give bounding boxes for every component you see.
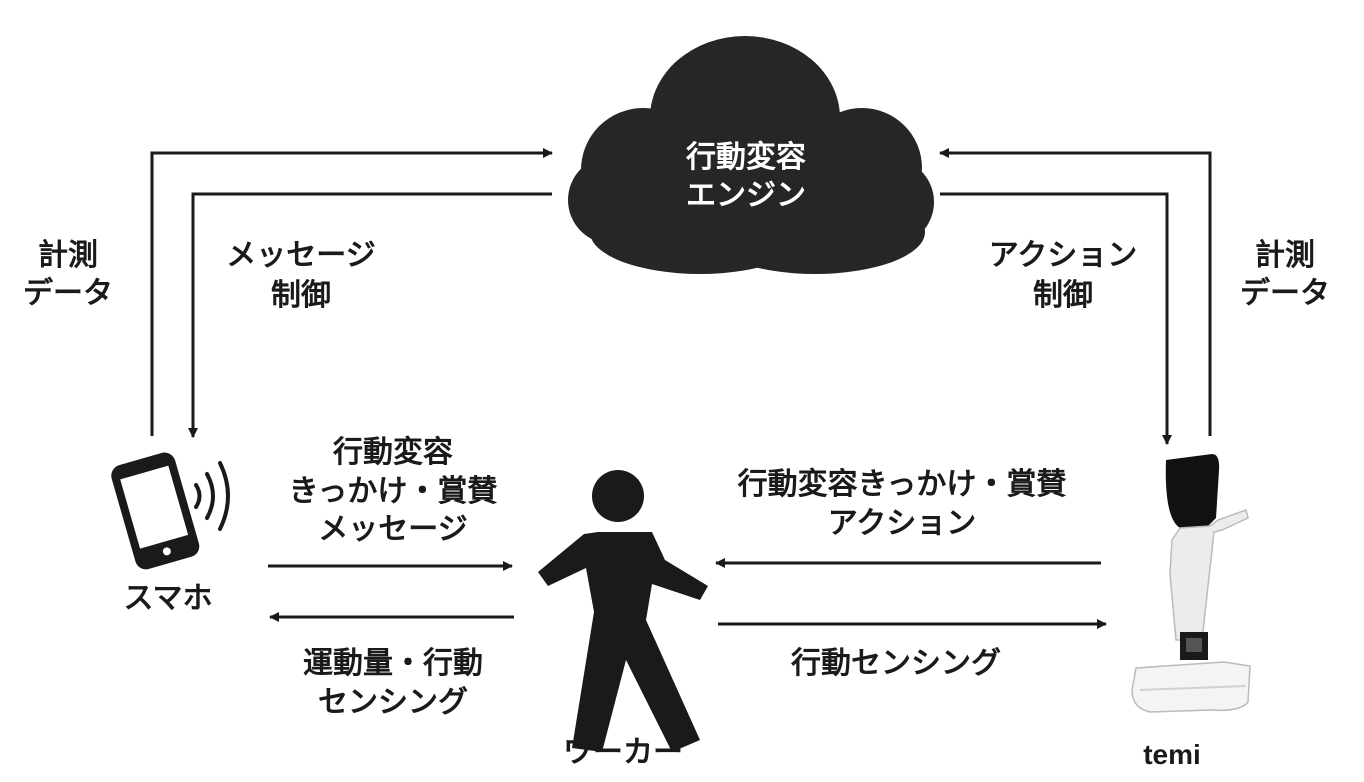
phone-node-label: スマホ: [123, 581, 213, 616]
smartphone-icon: [111, 452, 230, 570]
phone-to-worker-label-line3: メッセージ: [318, 512, 468, 547]
signal-waves-icon: [194, 461, 230, 531]
robot-to-worker-label-line1: 行動変容きっかけ・賞賛: [737, 467, 1067, 502]
phone-cloud-connectors: [150, 148, 553, 438]
action-control-arrow: [940, 192, 1172, 445]
worker-node-label: ワーカー: [563, 735, 683, 770]
walking-person-icon: [538, 470, 708, 752]
message-control-arrow: [188, 192, 552, 438]
worker-connectors: [268, 558, 1107, 629]
action-control-label-line2: 制御: [1033, 278, 1093, 313]
measurement-data-arrow-right: [939, 148, 1212, 436]
robot-to-worker-label-line2: アクション: [827, 506, 977, 541]
engine-label-line1: 行動変容: [686, 140, 806, 175]
engine-label-line2: エンジン: [686, 178, 806, 213]
message-control-label-line2: 制御: [271, 278, 331, 313]
worker-to-robot-label: 行動センシング: [791, 646, 1001, 681]
robot-icon: [1131, 454, 1251, 713]
right-measurement-label-line1: 計測: [1255, 238, 1315, 273]
left-measurement-label-line2: データ: [23, 276, 113, 311]
worker-to-phone-label-line1: 運動量・行動: [303, 646, 483, 681]
worker-to-phone-label-line2: センシング: [318, 685, 468, 720]
phone-to-worker-label-line1: 行動変容: [333, 435, 453, 470]
message-control-label-line1: メッセージ: [226, 238, 376, 273]
phone-to-worker-label-line2: きっかけ・賞賛: [288, 474, 498, 509]
robot-node-label: temi: [1143, 739, 1201, 770]
robot-cloud-connectors: [939, 148, 1212, 445]
right-measurement-label-line2: データ: [1240, 276, 1330, 311]
engine-cloud: [568, 36, 934, 274]
action-control-label-line1: アクション: [988, 238, 1138, 273]
measurement-data-arrow-left: [150, 148, 553, 436]
left-measurement-label-line1: 計測: [38, 238, 98, 273]
